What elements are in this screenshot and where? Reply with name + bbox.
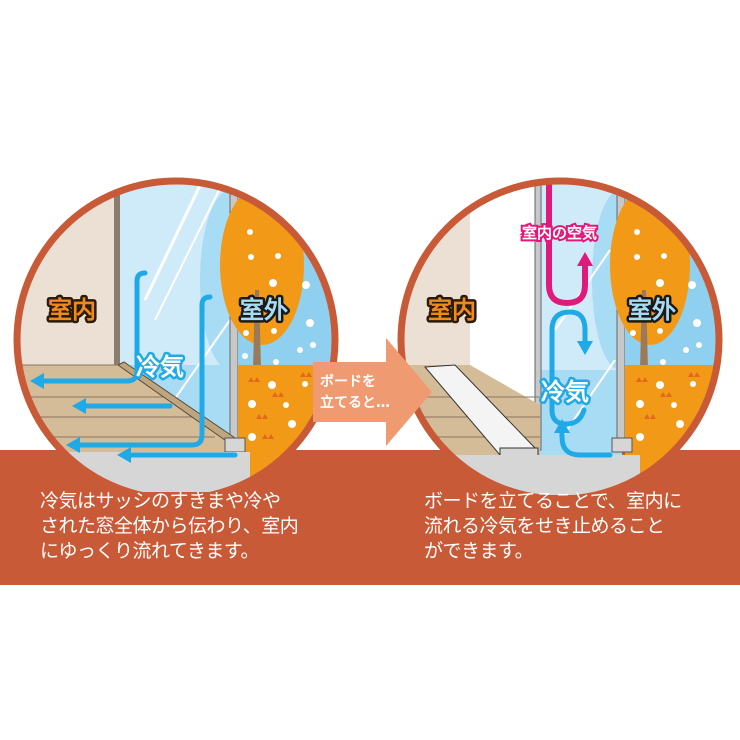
left-outdoor-label: 室外 — [240, 296, 288, 324]
left-scene — [20, 184, 332, 492]
arrow-text-line2: 立てると… — [320, 394, 390, 411]
left-caption: 冷気はサッシのすきまや冷や された窓全体から伝わり、室内 にゆっくり流れてきます… — [40, 490, 299, 562]
left-cold-air-label: 冷気 — [136, 353, 184, 381]
left-indoor-label: 室内 — [48, 296, 96, 324]
transition-arrow — [313, 338, 432, 446]
right-caption: ボードを立てることで、室内に 流れる冷気をせき止めること ができます。 — [424, 490, 682, 562]
right-indoor-label: 室内 — [428, 296, 476, 324]
arrow-text-line1: ボードを — [320, 374, 376, 390]
right-outdoor-label: 室外 — [628, 296, 676, 324]
right-cold-air-label: 冷気 — [541, 378, 589, 406]
indoor-air-label: 室内の空気 — [522, 224, 597, 242]
